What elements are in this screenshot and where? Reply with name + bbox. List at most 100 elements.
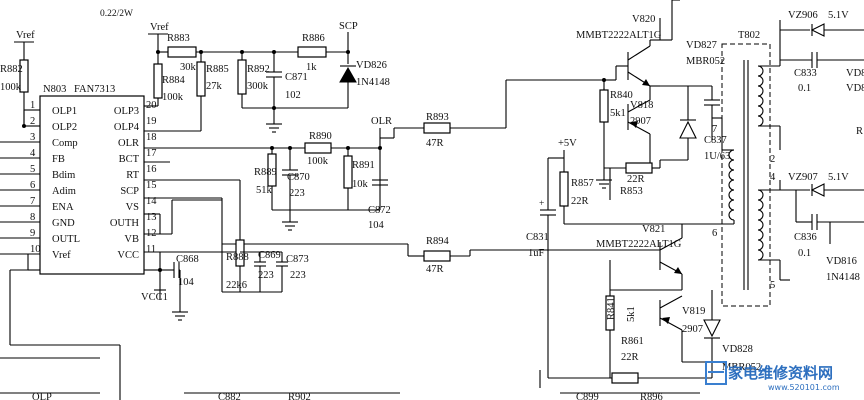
c837-label: C837 [704, 135, 727, 146]
r883-resistor [167, 46, 197, 58]
ic-pin-number: 15 [146, 180, 157, 191]
vz906-value: 5.1V [828, 10, 849, 21]
ic-pin-name: OLP4 [114, 122, 140, 133]
t802-pin5: 5 [770, 280, 775, 291]
ic-pin-number: 18 [146, 132, 157, 143]
right-edge-r: R [856, 126, 863, 137]
ic-pin-number: 6 [30, 180, 35, 191]
vcc1-label: VCC1 [141, 292, 168, 303]
r884-value: 100k [162, 92, 184, 103]
ic-pin-number: 7 [30, 196, 35, 207]
ic-pin-number: 5 [30, 164, 35, 175]
t802-pin6: 6 [712, 228, 717, 239]
c831-value: 1uF [528, 248, 545, 259]
r853-resistor [625, 162, 653, 174]
v819-part: 2907 [682, 324, 703, 335]
r883-r884-r885-group: Vref R883 30k R884 100k R885 27k [144, 22, 242, 132]
watermark-title: 家电维修资料网 [728, 364, 833, 382]
r853-label: R853 [620, 186, 643, 197]
r861-resistor [611, 372, 639, 384]
ic-pin-name: GND [52, 218, 75, 229]
r885-value: 27k [206, 81, 223, 92]
bottom-r902-label: R902 [288, 392, 311, 400]
r892-c871-r886-vd826-group: R892 300k C871 102 R886 1k SCP VD826 1N4… [237, 21, 390, 133]
t802-pin4: 4 [770, 172, 776, 183]
r893-resistor [423, 122, 451, 134]
r841-value: 5k1 [626, 306, 637, 322]
c868-label: C868 [176, 254, 199, 265]
bottom-c899-label: C899 [576, 392, 599, 400]
partial-label-top: 0.22/2W [100, 9, 133, 19]
c836-label: C836 [794, 232, 817, 243]
vd827-label: VD827 [686, 40, 717, 51]
ic-pin-name: OLP2 [52, 122, 77, 133]
lower-driver-stage: V821 MMBT2222ALT1G R841 5k1 V819 2907 R8… [539, 224, 761, 388]
ic-body [39, 95, 145, 275]
r882-value: 100k [0, 82, 22, 93]
r857-resistor [559, 171, 569, 207]
r884-resistor [153, 63, 163, 99]
ic-part: FAN7313 [74, 84, 115, 95]
ic-pin-number: 14 [146, 196, 157, 207]
vref-top-label: Vref [150, 22, 169, 33]
r857-label: R857 [571, 178, 594, 189]
r893-label: R893 [426, 112, 449, 123]
t802-pin2: 2 [770, 154, 775, 165]
r890-resistor [304, 142, 332, 154]
r886-resistor [297, 46, 327, 58]
gate-resistors: R893 47R R894 47R [144, 79, 660, 275]
c837-value: 1U/63 [704, 151, 730, 162]
ic-pin-name: VB [124, 234, 139, 245]
ic-pin-number: 1 [30, 100, 35, 111]
r857-value: 22R [571, 196, 589, 207]
ic-pin-number: 16 [146, 164, 157, 175]
ic-pin-number: 17 [146, 148, 157, 159]
ic-ref: N803 [43, 84, 66, 95]
ic-pin-number: 11 [146, 244, 156, 255]
vz906-label: VZ906 [788, 10, 818, 21]
vd828-diode-icon [703, 319, 721, 338]
vcc-vb-network: C868 104 VCC1 R888 22k6 C869 223 C873 22… [141, 180, 309, 321]
ic-left-wiring [0, 109, 121, 400]
ic-pin-name: Comp [52, 138, 78, 149]
bottom-partial-row: OLP C882 R902 C899 R896 [0, 392, 700, 400]
vz906-zener-icon [810, 23, 825, 37]
ic-pin-name: BCT [119, 154, 140, 165]
ic-pin-number: 9 [30, 228, 35, 239]
vd826-value: 1N4148 [356, 77, 390, 88]
scp-label: SCP [339, 21, 358, 32]
ic-fan7313: N803 FAN7313 1OLP12OLP23Comp4FB5Bdim6Adi… [30, 84, 157, 275]
r861-label: R861 [621, 336, 644, 347]
r886-value: 1k [306, 62, 317, 73]
t802-label: T802 [738, 30, 760, 41]
bottom-c882-label: C882 [218, 392, 241, 400]
c833-value: 0.1 [798, 83, 811, 94]
v820-label: V820 [632, 14, 655, 25]
watermark-logo-icon [705, 361, 727, 385]
vd827-part: MBR052 [686, 56, 725, 67]
transformer-t802: T802 7 6 4 2 5 [712, 20, 781, 307]
upper-driver-stage: V820 MMBT2222ALT1G R840 5k1 V818 2907 22… [576, 0, 730, 197]
c870-value: 223 [289, 188, 305, 199]
r888-value: 22k6 [226, 280, 247, 291]
r888-label: R888 [226, 252, 249, 263]
vz907-label: VZ907 [788, 172, 818, 183]
v818-part: 2907 [630, 116, 651, 127]
ic-pin-name: Vref [52, 250, 71, 261]
vd827-diode-icon [679, 120, 697, 139]
watermark: 家电维修资料网 www.520101.com [705, 361, 840, 392]
c831-plus-sign: + [539, 199, 544, 209]
v821-part: MMBT2222ALT1G [596, 239, 682, 250]
ic-pin-number: 3 [30, 132, 35, 143]
r890-label: R890 [309, 131, 332, 142]
v821-label: V821 [642, 224, 665, 235]
vd816-value: 1N4148 [826, 272, 860, 283]
c871-label: C871 [285, 72, 308, 83]
secondary-clamp-group: VZ906 5.1V C833 0.1 VD81 VD81 R VZ907 5.… [780, 10, 864, 283]
olr-label: OLR [371, 116, 392, 127]
r840-resistor [599, 89, 609, 123]
c831-label: C831 [526, 232, 549, 243]
vz907-zener-icon [810, 183, 825, 197]
ic-pin-name: OLP1 [52, 106, 77, 117]
olr-network: R890 100k OLR R889 51k C870 223 R891 10k… [144, 116, 394, 231]
